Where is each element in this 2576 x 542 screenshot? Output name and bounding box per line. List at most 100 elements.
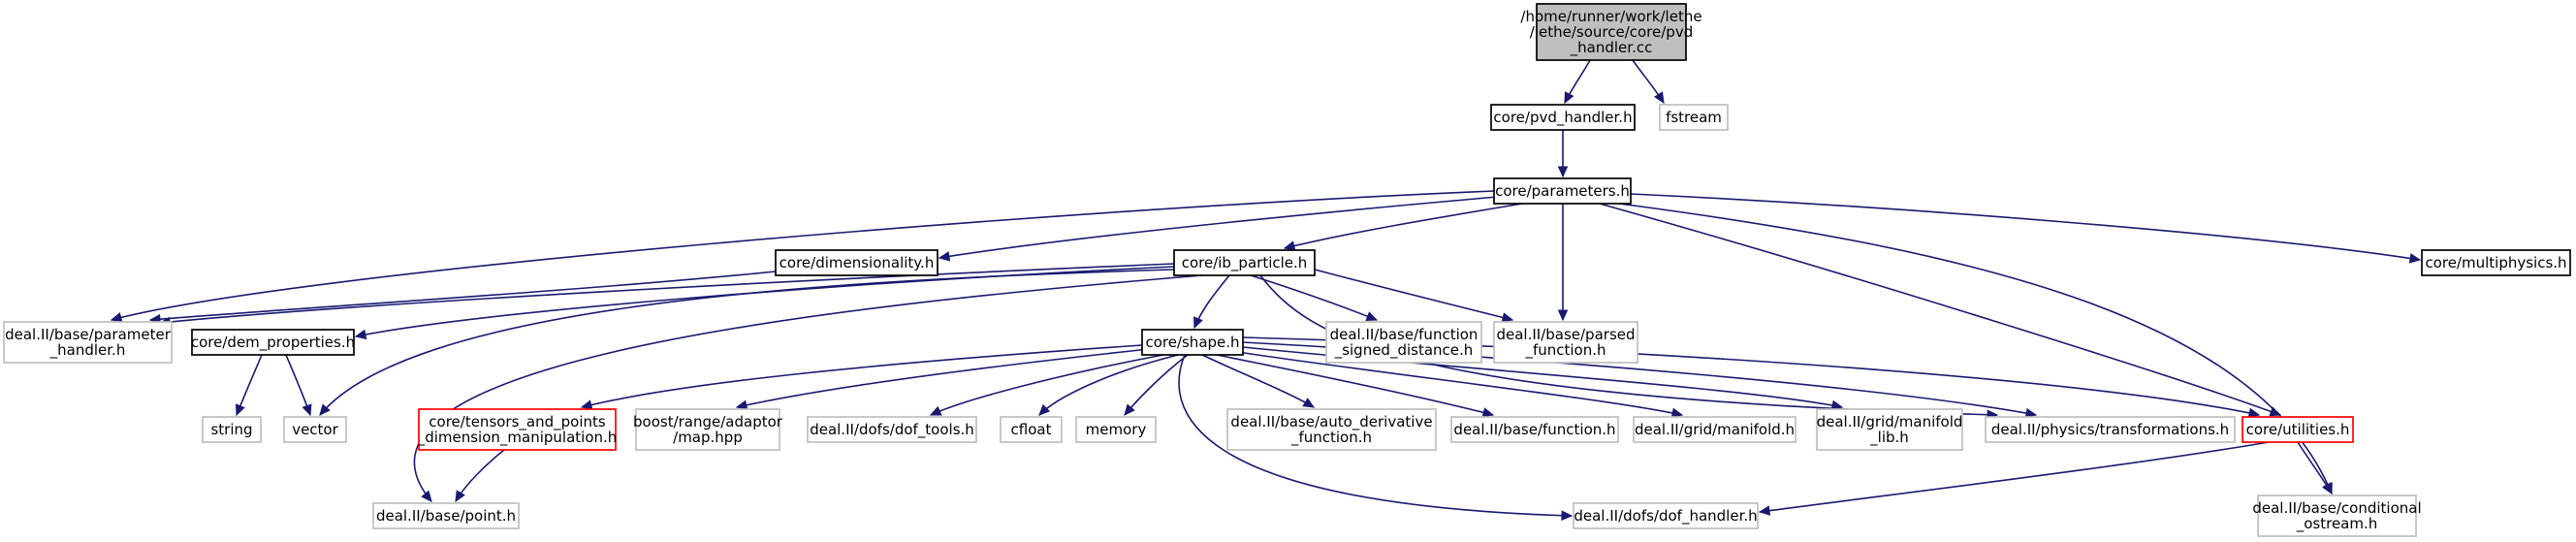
node-label-line: deal.II/base/point.h (376, 507, 516, 525)
edge-utilities_h-to-conditional_ostream_h (2297, 441, 2333, 495)
arrowhead (1302, 398, 1316, 408)
edge-root-to-fstream (1632, 59, 1665, 105)
node-label-line: core/ib_particle.h (1182, 254, 1308, 272)
node-box (3, 321, 173, 364)
node-label-line: _lib.h (1869, 429, 1909, 447)
edge-line (1250, 274, 1378, 321)
node-box (1536, 3, 1687, 61)
node-label-line: boost/range/adaptor (633, 413, 783, 430)
node-label-line: /home/runner/work/lethe (1520, 8, 1701, 25)
node-box (1633, 416, 1797, 443)
node-shape_h[interactable]: core/shape.h (1141, 329, 1244, 356)
node-box (202, 416, 262, 443)
edge-line (1759, 441, 2270, 513)
node-label-line: deal.II/base/auto_derivative (1230, 413, 1432, 431)
node-label-line: vector (292, 421, 338, 438)
edge-line (1284, 203, 1523, 249)
arrowhead (1670, 407, 1684, 418)
node-utilities_h[interactable]: core/utilities.h (2242, 416, 2354, 443)
node-box (2257, 494, 2417, 537)
node-cfloat: cfloat (1000, 416, 1063, 443)
node-root[interactable]: /home/runner/work/lethe/lethe/source/cor… (1520, 3, 1702, 61)
node-box (2421, 249, 2571, 276)
node-label-line: core/shape.h (1145, 334, 1239, 351)
arrowhead (1653, 91, 1665, 105)
node-fstream: fstream (1659, 104, 1729, 131)
edge-ib_particle_h-to-parameter_handler_h (158, 263, 1175, 328)
node-multiphysics_h[interactable]: core/multiphysics.h (2421, 249, 2571, 276)
node-manifold_h: deal.II/grid/manifold.h (1633, 416, 1797, 443)
node-label-line: /map.hpp (673, 429, 743, 446)
arrowhead (1561, 510, 1574, 521)
node-transformations_h: deal.II/physics/transformations.h (1985, 416, 2236, 443)
node-box (635, 408, 780, 451)
edge-parameters_h-to-multiphysics_h (1630, 193, 2422, 264)
edge-line (1230, 350, 1683, 416)
arrowhead (421, 490, 432, 502)
node-label-line: core/parameters.h (1495, 182, 1630, 200)
node-box (1141, 329, 1244, 356)
arrowhead (1758, 505, 1771, 516)
edge-dem_properties_h-to-vector (285, 354, 312, 417)
node-box (372, 502, 520, 529)
edge-shape_h-to-tensors_h (580, 344, 1143, 410)
edge-parameters_h-to-utilities_h (1599, 203, 2282, 417)
edge-line (938, 196, 1499, 259)
arrowhead (1481, 407, 1495, 418)
node-function_h: deal.II/base/function.h (1450, 416, 1619, 443)
edge-parameters_h-to-ib_particle_h (1283, 203, 1523, 251)
node-dem_properties_h[interactable]: core/dem_properties.h (191, 329, 355, 356)
edge-parameters_h-to-dimensionality_h (938, 196, 1499, 262)
edge-dem_properties_h-to-string (236, 354, 263, 417)
edge-ib_particle_h-to-parsed_function_h (1314, 269, 1514, 323)
node-label-line: core/multiphysics.h (2425, 254, 2566, 271)
node-label-line: deal.II/dofs/dof_tools.h (810, 421, 974, 439)
edge-line (1038, 354, 1179, 416)
node-parameters_h[interactable]: core/parameters.h (1493, 177, 1632, 205)
node-label-line: _handler.cc (1570, 39, 1653, 57)
arrowhead (1557, 309, 1569, 322)
edges-layer (110, 59, 2422, 521)
edge-parameters_h-to-parsed_function_h (1557, 204, 1569, 322)
node-label-line: string (210, 421, 252, 438)
nodes-layer: /home/runner/work/lethe/lethe/source/cor… (3, 3, 2571, 537)
node-pvd_handler_h[interactable]: core/pvd_handler.h (1490, 104, 1636, 131)
arrowhead (302, 403, 312, 417)
node-box (1173, 249, 1316, 276)
node-ib_particle_h[interactable]: core/ib_particle.h (1173, 249, 1316, 276)
node-label-line: core/pvd_handler.h (1493, 109, 1632, 127)
arrowhead (1038, 403, 1051, 416)
edge-line (1314, 269, 1513, 321)
node-box (1325, 321, 1482, 364)
node-box (1000, 416, 1063, 443)
node-label-line: deal.II/base/conditional (2252, 499, 2421, 517)
edge-line (1630, 193, 2421, 261)
node-box (1659, 104, 1729, 131)
edge-pvd_handler_h-to-parameters_h (1557, 130, 1569, 178)
arrowhead (2247, 407, 2261, 418)
node-box (807, 416, 977, 443)
node-label-line: _dimension_manipulation.h (417, 429, 618, 447)
arrowhead (938, 251, 951, 262)
edge-ib_particle_h-to-vector (319, 269, 1175, 416)
edge-tensors_h-to-point_h (455, 449, 505, 503)
node-box (1450, 416, 1619, 443)
node-label-line: deal.II/dofs/dof_handler.h (1574, 507, 1757, 526)
edge-parameters_h-to-conditional_ostream_h (1618, 203, 2333, 495)
edge-line (1178, 354, 1573, 517)
node-label-line: _function.h (1524, 341, 1606, 360)
node-label-line: _signed_distance.h (1334, 341, 1474, 360)
node-label-line: deal.II/base/function (1330, 326, 1479, 343)
node-label-line: deal.II/base/parameter (5, 326, 172, 343)
node-map_hpp: boost/range/adaptor/map.hpp (633, 408, 783, 451)
node-label-line: core/dem_properties.h (191, 334, 355, 352)
edge-root-to-pvd_handler_h (1564, 59, 1591, 105)
node-dimensionality_h[interactable]: core/dimensionality.h (775, 249, 938, 276)
node-label-line: deal.II/grid/manifold (1817, 413, 1963, 430)
arrowhead (236, 403, 245, 417)
arrowhead (1564, 91, 1574, 105)
node-tensors_h[interactable]: core/tensors_and_points_dimension_manipu… (417, 408, 618, 451)
node-conditional_ostream_h: deal.II/base/conditional_ostream.h (2252, 494, 2422, 537)
node-label-line: _function.h (1290, 429, 1372, 447)
